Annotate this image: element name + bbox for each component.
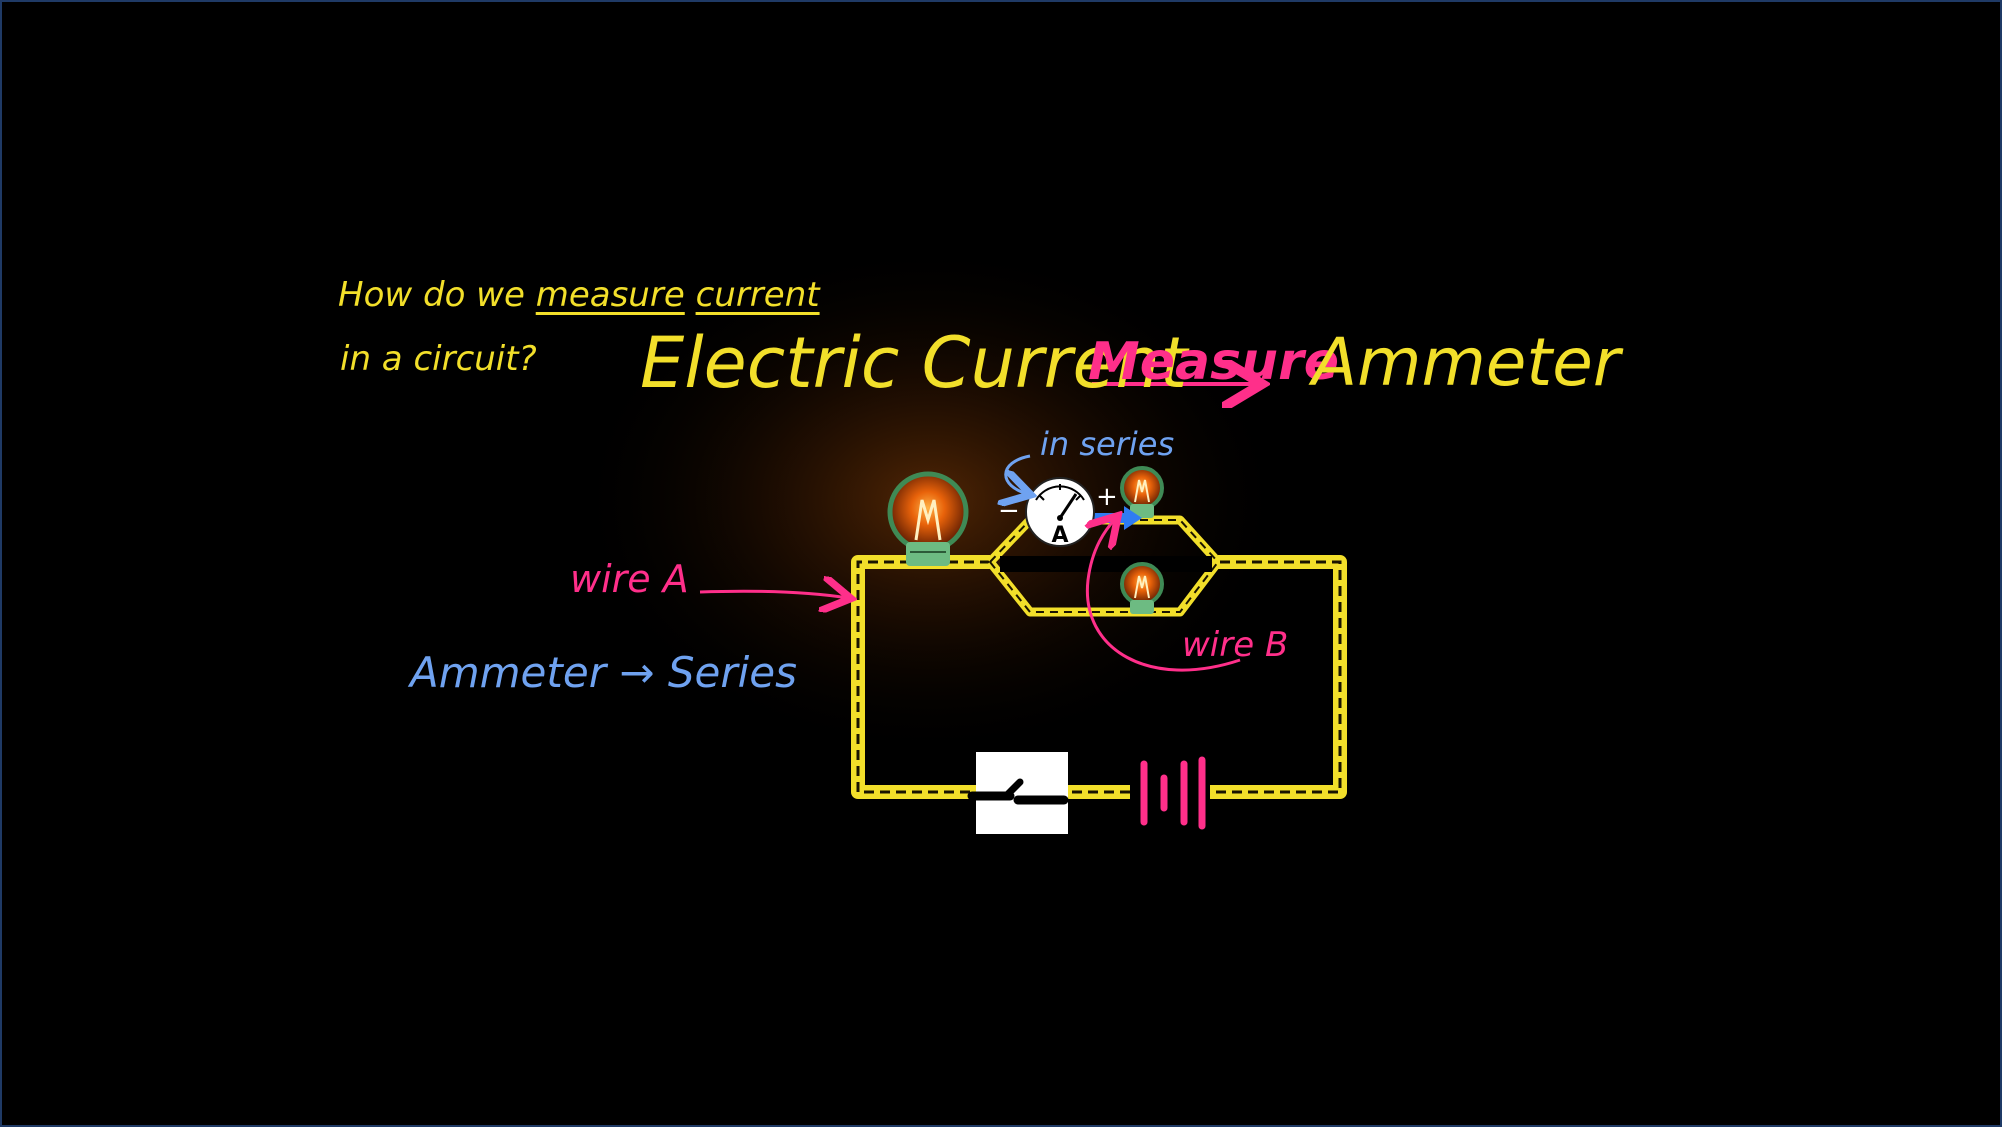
- question-line-2: in a circuit?: [340, 339, 537, 379]
- wire-dashes: [856, 560, 1342, 794]
- bulb-lower-icon: [1120, 562, 1164, 614]
- question-prefix: How do we: [338, 275, 525, 315]
- title-ammeter: Ammeter: [1312, 324, 1620, 401]
- bulb-main-icon: [887, 471, 969, 566]
- question-word-measure: measure: [535, 275, 685, 315]
- wire-a-arrow: [699, 591, 848, 598]
- ammeter-positive-sign: +: [1096, 482, 1118, 512]
- label-wire-b: wire B: [1182, 625, 1289, 665]
- in-series-arrow: [1006, 454, 1030, 494]
- title-electric-current: Electric Current: [640, 322, 1188, 404]
- label-ammeter-series: Ammeter → Series: [410, 648, 798, 697]
- question-word-current: current: [695, 275, 820, 315]
- wire-b-arrow: [1087, 518, 1241, 672]
- label-in-series: in series: [1040, 425, 1175, 463]
- switch-icon: [967, 752, 1069, 834]
- bulb-upper-icon: [1120, 466, 1164, 518]
- question-line-1: How do we measure current: [338, 278, 820, 312]
- title-measure: Measure: [1088, 332, 1339, 392]
- battery-icon: [1130, 756, 1210, 830]
- ammeter-icon: [1025, 477, 1095, 547]
- ammeter-negative-sign: −: [998, 496, 1020, 526]
- ammeter-symbol: A: [1051, 523, 1068, 548]
- label-wire-a: wire A: [570, 557, 689, 601]
- branch-gap: [1000, 556, 1212, 572]
